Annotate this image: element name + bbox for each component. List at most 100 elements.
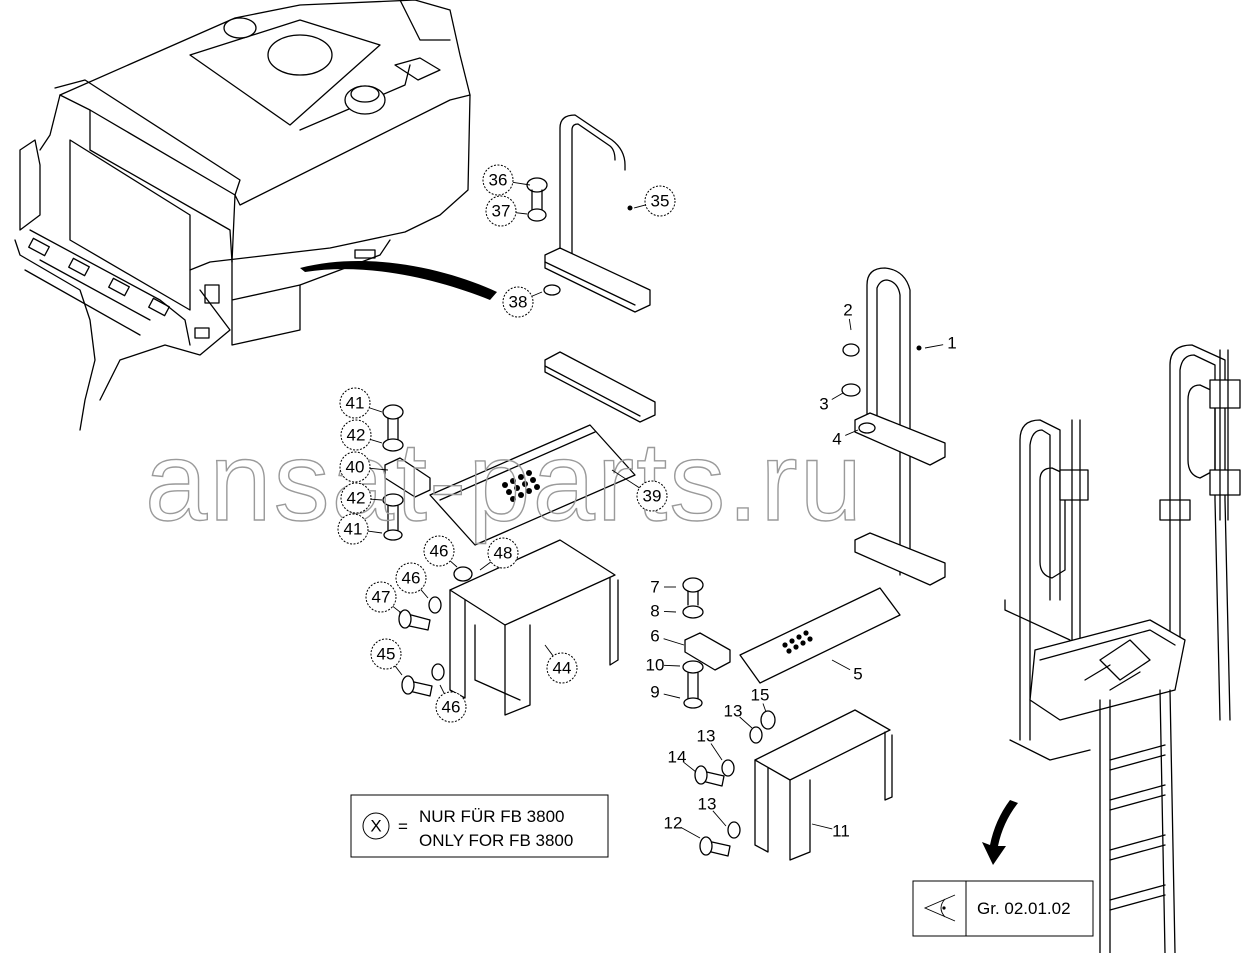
callout-number: 37 — [492, 202, 511, 221]
callout-number: 46 — [430, 542, 449, 561]
leader-line — [683, 762, 697, 773]
tread-holes — [502, 470, 540, 502]
callout-2: 2 — [843, 301, 853, 331]
callout-36: 36 — [482, 164, 531, 196]
callout-42b: 42 — [340, 482, 383, 514]
leader-line — [449, 560, 458, 568]
leader-line — [762, 703, 767, 713]
callout-5: 5 — [831, 659, 863, 684]
reference-box: Gr. 02.01.02 — [912, 880, 1094, 937]
leader-line — [420, 589, 429, 599]
leader-line — [848, 318, 852, 331]
callout-number: 41 — [344, 520, 363, 539]
callout-number: 5 — [853, 665, 862, 684]
callout-number: 42 — [347, 489, 366, 508]
callout-7: 7 — [650, 578, 676, 597]
callout-number: 9 — [650, 683, 659, 702]
callout-circle — [340, 482, 372, 514]
leader-line — [515, 212, 528, 215]
callout-circle — [423, 535, 455, 567]
callout-circle — [370, 638, 402, 670]
callout-41b: 41 — [337, 513, 383, 545]
callout-number: 14 — [668, 748, 687, 767]
callout-13b: 13 — [697, 727, 723, 761]
callout-circle — [435, 691, 467, 723]
callout-circle — [339, 387, 371, 419]
callout-circle — [487, 537, 519, 569]
callout-circle — [482, 164, 514, 196]
callout-number: 46 — [442, 698, 461, 717]
callout-number: 10 — [646, 656, 665, 675]
callout-number: 8 — [650, 602, 659, 621]
callout-38: 38 — [502, 286, 543, 318]
callout-42a: 42 — [340, 419, 383, 451]
callout-46b: 46 — [395, 562, 429, 599]
callout-45: 45 — [370, 638, 403, 676]
callout-15: 15 — [751, 686, 770, 713]
callout-circle — [636, 480, 668, 512]
callout-number: 15 — [751, 686, 770, 705]
callout-12: 12 — [664, 814, 701, 839]
leader-line — [370, 498, 383, 501]
callout-number: 3 — [819, 395, 828, 414]
callout-40: 40 — [339, 451, 389, 483]
callout-46c: 46 — [435, 684, 467, 723]
callout-circle — [644, 185, 676, 217]
leader-line — [663, 693, 681, 699]
callout-circle — [339, 451, 371, 483]
callout-circle — [502, 286, 534, 318]
callout-44: 44 — [544, 644, 578, 684]
callout-41a: 41 — [339, 387, 383, 419]
leader-line — [811, 823, 833, 830]
leader-line — [663, 638, 685, 646]
leader-line — [710, 743, 723, 761]
callout-number: 41 — [346, 394, 365, 413]
legend-equals: = — [398, 817, 408, 836]
leader-line — [392, 605, 401, 613]
leader-line — [633, 204, 646, 209]
callout-8: 8 — [650, 602, 677, 621]
callout-number: 40 — [346, 458, 365, 477]
legend-note: X = NUR FÜR FB 3800 ONLY FOR FB 3800 — [350, 794, 609, 858]
callout-number: 42 — [347, 426, 366, 445]
legend-symbol: X — [370, 817, 381, 836]
callout-9: 9 — [650, 683, 681, 702]
callout-48: 48 — [479, 537, 519, 571]
leader-line — [369, 467, 389, 471]
leader-line — [680, 826, 701, 839]
legend-line-en: ONLY FOR FB 3800 — [419, 831, 573, 850]
handrail-assembly-upper — [526, 114, 656, 423]
leader-line — [479, 561, 492, 571]
leader-line — [544, 644, 554, 657]
callout-circle — [337, 513, 369, 545]
leader-line — [831, 392, 844, 400]
callout-13c: 13 — [698, 795, 727, 827]
leader-line — [663, 664, 681, 667]
callout-number: 7 — [650, 578, 659, 597]
leader-line — [439, 684, 445, 694]
ladder-assembly-overview — [982, 344, 1241, 954]
callout-circle — [485, 195, 517, 227]
callout-14: 14 — [668, 748, 697, 773]
leader-line — [367, 530, 383, 534]
leader-line — [831, 659, 851, 671]
callout-13a: 13 — [724, 702, 753, 729]
leader-line — [512, 181, 531, 186]
callout-number: 45 — [377, 645, 396, 664]
leader-line — [845, 429, 859, 436]
callout-circle — [340, 419, 372, 451]
callout-4: 4 — [832, 429, 859, 449]
callout-47: 47 — [365, 581, 401, 613]
callout-number: 2 — [843, 301, 852, 320]
leader-line — [663, 610, 677, 613]
reference-label: Gr. 02.01.02 — [977, 899, 1071, 918]
legend-line-de: NUR FÜR FB 3800 — [419, 807, 564, 826]
callout-number: 47 — [372, 588, 391, 607]
callout-number: 13 — [698, 795, 717, 814]
leader-line — [394, 665, 403, 676]
callout-number: 35 — [651, 192, 670, 211]
leader-line — [369, 407, 383, 413]
leader-line — [531, 291, 543, 297]
